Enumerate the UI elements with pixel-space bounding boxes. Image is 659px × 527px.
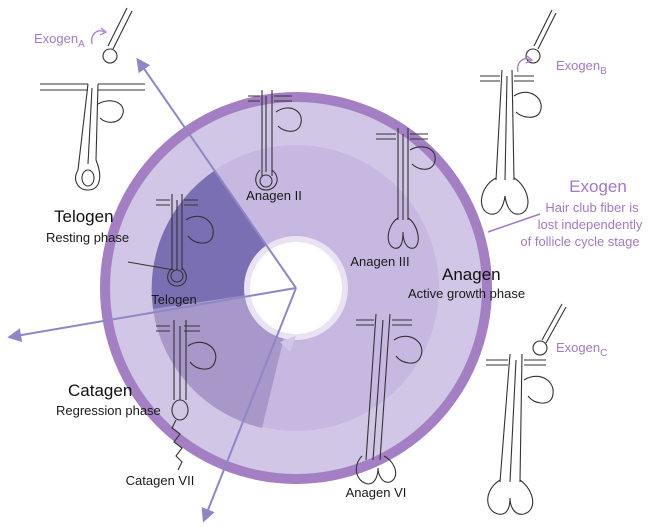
- exogen-note-line1: Hair club fiber is: [545, 200, 639, 215]
- exogen-a-sub: A: [78, 39, 85, 50]
- svg-text:ExogenC: ExogenC: [556, 340, 607, 359]
- label-catagen-vii: Catagen VII: [126, 473, 195, 488]
- exogen-b-sub: B: [600, 66, 607, 77]
- exogen-b-follicle: [480, 10, 556, 214]
- exogen-title: Exogen: [569, 177, 627, 196]
- exogen-note-line2: lost independently: [538, 217, 643, 232]
- label-anagen-vi: Anagen VI: [346, 485, 407, 500]
- catagen-subtitle: Regression phase: [56, 403, 161, 418]
- label-telogen-stage: Telogen: [151, 292, 197, 307]
- exogen-c-label: ExogenC: [556, 340, 607, 359]
- exogen-b-label: ExogenB: [518, 56, 607, 77]
- anagen-subtitle: Active growth phase: [408, 286, 525, 301]
- exogen-a-label: ExogenA: [34, 28, 106, 50]
- exogen-note-line3: of follicle cycle stage: [520, 234, 639, 249]
- catagen-title: Catagen: [68, 381, 132, 400]
- anagen-title: Anagen: [442, 265, 501, 284]
- label-anagen-ii: Anagen II: [246, 188, 302, 203]
- exogen-c-sub: C: [600, 348, 607, 359]
- exogen-a-base: Exogen: [34, 31, 78, 46]
- svg-text:ExogenA: ExogenA: [34, 31, 85, 50]
- exogen-c-follicle: [486, 304, 566, 514]
- exogen-c-base: Exogen: [556, 340, 600, 355]
- exogen-a-curl-icon: [92, 31, 104, 44]
- exogen-pointer: [488, 214, 540, 232]
- exogen-b-base: Exogen: [556, 58, 600, 73]
- telogen-subtitle: Resting phase: [46, 230, 129, 245]
- label-anagen-iii: Anagen III: [350, 254, 409, 269]
- svg-text:ExogenB: ExogenB: [556, 58, 607, 77]
- telogen-title: Telogen: [54, 207, 114, 226]
